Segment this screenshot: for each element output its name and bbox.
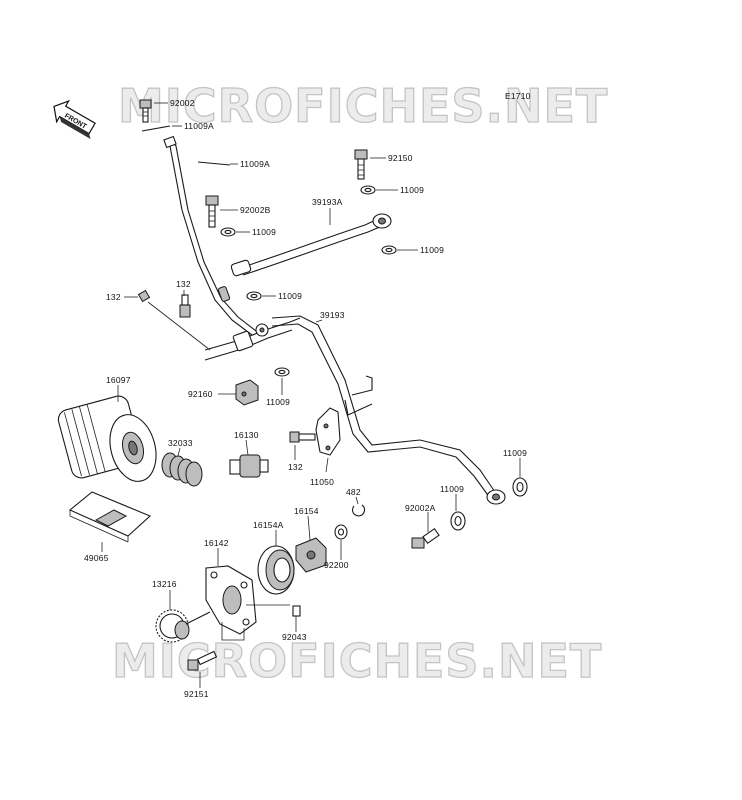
bolt-92002A-icon xyxy=(411,527,440,549)
label-132: 132 xyxy=(176,279,191,289)
label-92150: 92150 xyxy=(388,153,413,163)
label-39193A: 39193A xyxy=(312,197,343,207)
label-92200: 92200 xyxy=(324,560,349,570)
oil-pipe-39193 xyxy=(271,315,506,505)
oil-pipe-left xyxy=(163,135,257,336)
bolt-92002B-icon xyxy=(205,195,219,228)
label-16154: 16154 xyxy=(294,506,319,516)
washer-icons xyxy=(220,185,528,540)
label-92002A: 92002A xyxy=(405,503,436,513)
label-39193: 39193 xyxy=(320,310,345,320)
label-92043: 92043 xyxy=(282,632,307,642)
label-132: 132 xyxy=(106,292,121,302)
label-92002B: 92002B xyxy=(240,205,271,215)
diagram-code: E1710 xyxy=(505,91,531,101)
label-11009: 11009 xyxy=(503,448,527,458)
relief-valve-16130-icon xyxy=(229,454,269,478)
circlip-482-icon xyxy=(352,504,366,517)
label-132: 132 xyxy=(288,462,303,472)
pump-rotor-16154 xyxy=(295,537,327,573)
pump-rotor-16154A xyxy=(257,545,295,595)
svg-text:MICROFICHES.NET: MICROFICHES.NET xyxy=(112,634,602,688)
watermark-bottom: MICROFICHES.NET MICROFICHES.NET xyxy=(111,633,602,688)
pump-gear-13216-icon xyxy=(155,609,211,643)
oil-filter-16097 xyxy=(57,395,157,482)
dowel-pin-92043-icon xyxy=(292,605,301,617)
oil-pump-body-16142 xyxy=(205,565,257,635)
bolt-132-c-icon xyxy=(289,431,316,443)
label-11009: 11009 xyxy=(440,484,464,494)
label-11009: 11009 xyxy=(252,227,276,237)
label-16142: 16142 xyxy=(204,538,229,548)
bolt-132-b-icon xyxy=(179,294,191,318)
label-92151: 92151 xyxy=(184,689,209,699)
oil-pipe-39193A xyxy=(230,213,392,277)
label-16097: 16097 xyxy=(106,375,131,385)
label-482: 482 xyxy=(346,487,361,497)
bolt-92151-icon xyxy=(187,650,218,671)
label-11009: 11009 xyxy=(420,245,444,255)
label-11009: 11009 xyxy=(266,397,290,407)
banjo-fitting-center xyxy=(204,317,301,361)
leader-lines xyxy=(101,102,521,688)
bolt-92002-icon xyxy=(139,99,152,123)
label-16154A: 16154A xyxy=(253,520,284,530)
oil-screen-49065 xyxy=(68,491,152,543)
bolt-92150-icon xyxy=(354,149,368,180)
label-11050: 11050 xyxy=(310,477,334,487)
label-11009: 11009 xyxy=(400,185,424,195)
label-11009: 11009 xyxy=(278,291,302,301)
label-16130: 16130 xyxy=(234,430,259,440)
spring-32033-icon xyxy=(161,452,203,487)
part-labels: 92002 11009A 11009A 92150 11009 92002B 3… xyxy=(84,98,527,699)
bolt-132-a-icon xyxy=(137,289,211,351)
watermark-top: MICROFICHES.NET MICROFICHES.NET xyxy=(117,78,608,133)
pin-11009A-icon xyxy=(141,125,231,166)
label-11009A: 11009A xyxy=(184,121,214,131)
svg-text:MICROFICHES.NET: MICROFICHES.NET xyxy=(118,79,608,133)
label-49065: 49065 xyxy=(84,553,109,563)
label-13216: 13216 xyxy=(152,579,177,589)
label-32033: 32033 xyxy=(168,438,193,448)
bracket-11050 xyxy=(315,407,341,456)
svg-text:MICROFICHES.NET: MICROFICHES.NET xyxy=(118,79,608,133)
label-11009A: 11009A xyxy=(240,159,270,169)
block-92160-icon xyxy=(235,379,259,406)
label-92160: 92160 xyxy=(188,389,213,399)
front-arrow-icon: FRONT xyxy=(53,99,96,140)
label-92002: 92002 xyxy=(170,98,195,108)
